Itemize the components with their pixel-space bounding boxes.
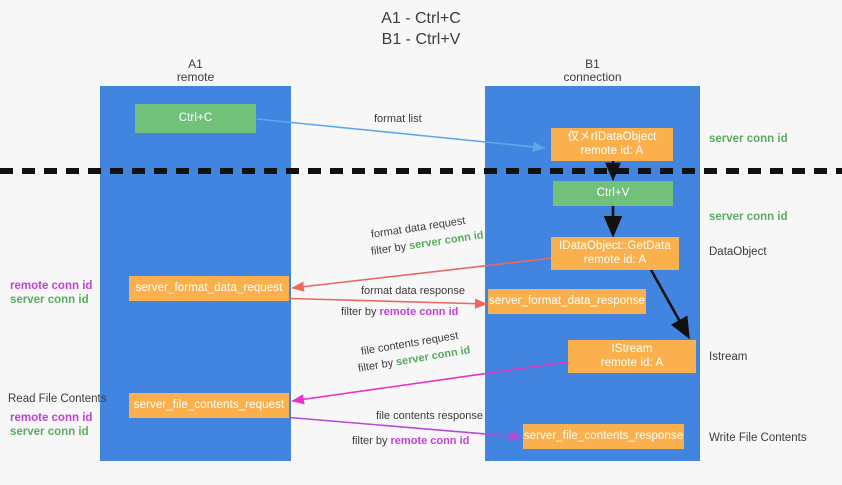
left-label-server-conn-id-1: server conn id	[10, 294, 89, 306]
lane-header-a1-name: A1	[188, 57, 203, 71]
lane-header-b1-sub: connection	[563, 70, 622, 84]
filter-by-text-2: filter by	[341, 306, 380, 318]
edge-label-file-contents-response: file contents response	[376, 410, 484, 422]
node-server-file-contents-request[interactable]: server_file_contents_request	[129, 393, 289, 418]
node-ctrl-v[interactable]: Ctrl+V	[553, 181, 673, 206]
filter-by-text-4: filter by	[352, 435, 391, 447]
left-label-remote-conn-id-2: remote conn id	[10, 412, 93, 424]
left-label-remote-conn-id-1: remote conn id	[10, 280, 93, 292]
left-label-read-file-contents: Read File Contents	[8, 393, 107, 405]
right-label-write-file-contents: Write File Contents	[709, 432, 807, 444]
filter-by-text-3: filter by	[357, 356, 398, 375]
filter-by-text-1: filter by	[370, 240, 411, 258]
lane-header-b1-name: B1	[585, 57, 600, 71]
node-ctrl-c[interactable]: Ctrl+C	[135, 104, 256, 133]
edge-label-format-data-response-filter: filter by remote conn id	[341, 305, 458, 319]
right-label-istream: Istream	[709, 351, 748, 363]
remote-conn-id-text-1: remote conn id	[379, 306, 459, 318]
lane-header-a1-sub: remote	[176, 70, 215, 84]
node-istream[interactable]: IStream remote id: A	[568, 340, 696, 373]
node-server-format-data-request[interactable]: server_format_data_request	[129, 276, 289, 301]
remote-conn-id-text-2: remote conn id	[390, 435, 470, 447]
node-ridataobject[interactable]: 仅㐅rIDataObject remote id: A	[551, 128, 673, 161]
edge-label-format-list: format list	[374, 113, 422, 125]
left-label-group-one: remote conn id server conn id	[10, 279, 92, 307]
right-label-server-conn-id-second: server conn id	[709, 211, 788, 223]
node-idataobject-getdata[interactable]: IDataObject::GetData remote id: A	[551, 237, 679, 270]
edge-label-format-data-response: format data response	[361, 285, 465, 297]
page-title: A1 - Ctrl+C B1 - Ctrl+V	[381, 10, 461, 48]
left-label-server-conn-id-2: server conn id	[10, 426, 89, 438]
left-label-group-two: remote conn id server conn id	[10, 411, 92, 439]
node-server-file-contents-response[interactable]: server_file_contents_response	[523, 424, 684, 449]
edge-label-file-contents-response-filter: filter by remote conn id	[352, 434, 469, 448]
right-label-server-conn-id-top: server conn id	[709, 133, 788, 145]
right-label-dataobject: DataObject	[709, 246, 767, 258]
node-server-format-data-response[interactable]: server_format_data_response	[488, 289, 646, 314]
